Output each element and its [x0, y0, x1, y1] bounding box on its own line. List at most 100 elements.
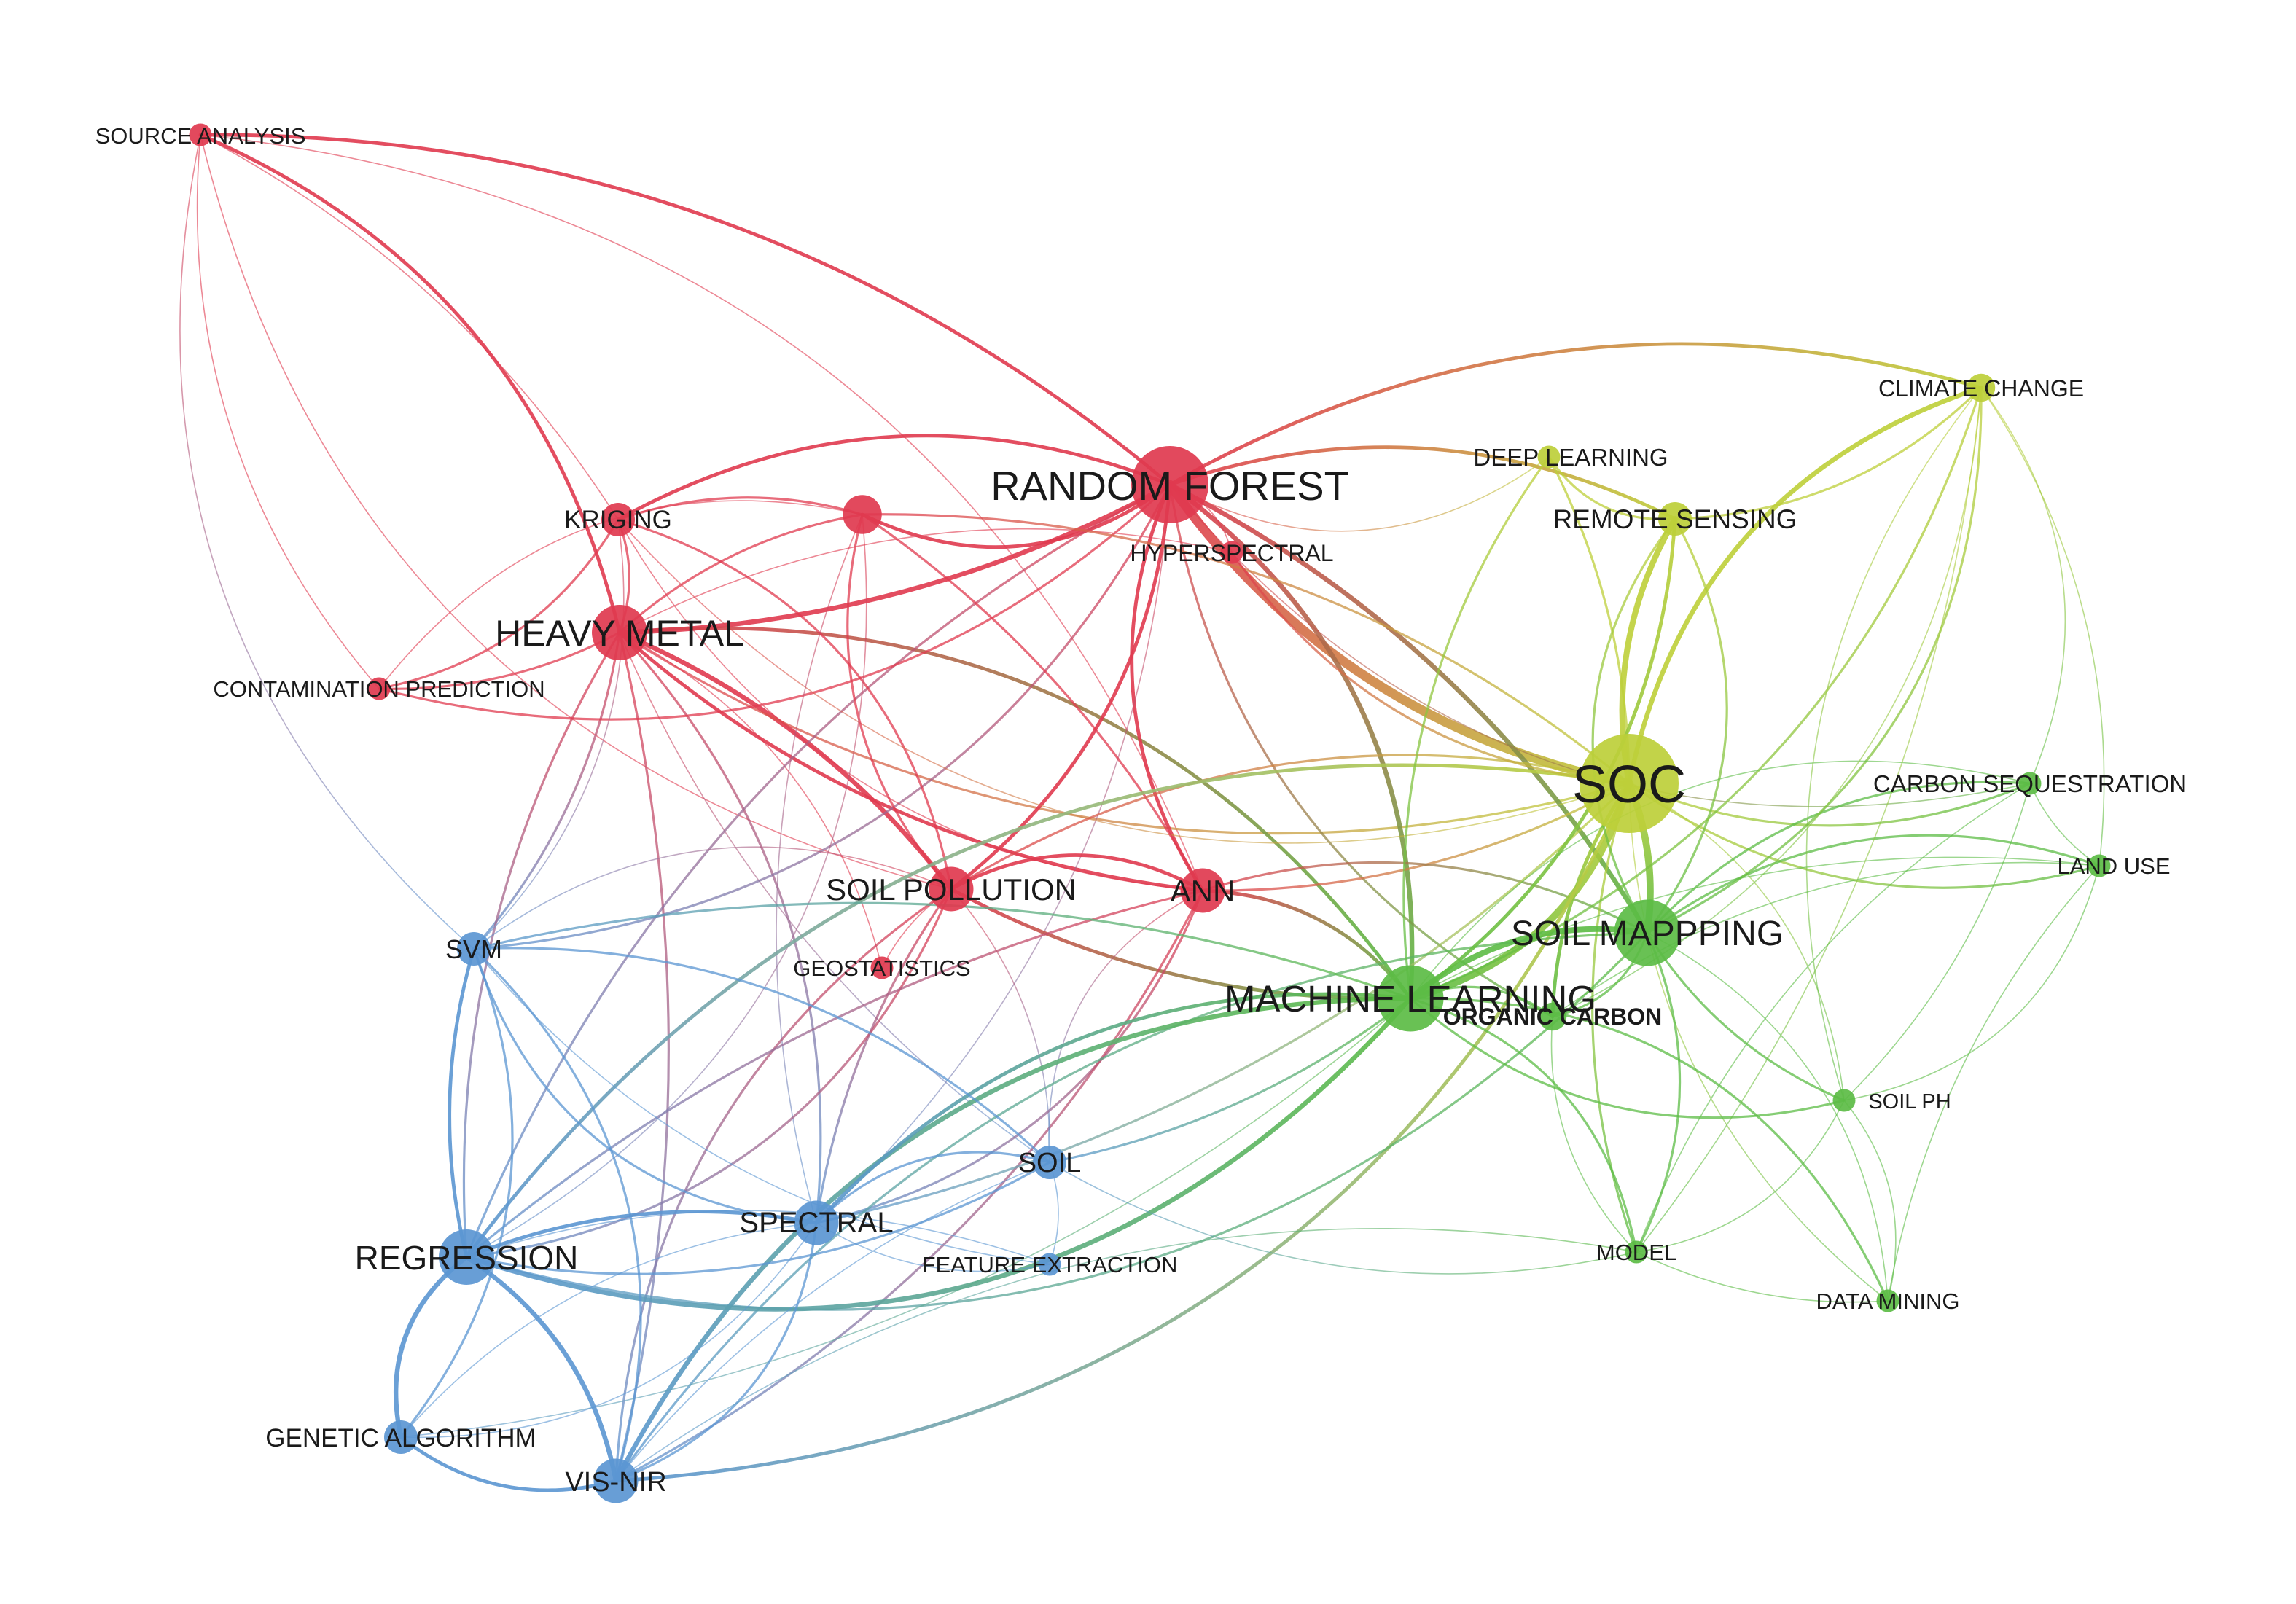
node-carbon-sequestration[interactable]	[2018, 772, 2042, 795]
edge-kriging-ann	[617, 519, 1203, 891]
edge-soil-mapping-soil-ph	[1646, 931, 1846, 1102]
node-geostatistics[interactable]	[870, 956, 894, 979]
node-source-analysis[interactable]	[189, 123, 212, 146]
edge-model-data-mining	[1636, 1251, 1889, 1303]
node-feature-extraction[interactable]	[1038, 1253, 1061, 1276]
node-soil-mapping[interactable]	[1614, 899, 1681, 966]
label-soc: SOC	[1572, 756, 1686, 814]
edge-soil-pollution-machine-learning	[949, 887, 1413, 1001]
edge-ann-spectral	[815, 889, 1204, 1224]
edge-random-forest-machine-learning	[1167, 482, 1415, 1001]
label-contamination-prediction: CONTAMINATION PREDICTION	[213, 676, 544, 702]
edge-svm-spectral	[472, 947, 818, 1224]
node-data-mining[interactable]	[1876, 1289, 1899, 1312]
label-carbon-sequestration: CARBON SEQUESTRATION	[1873, 770, 2187, 797]
edge-soc-vis-nir	[614, 781, 1631, 1483]
label-soil-mapping: SOIL MAPPPING	[1511, 915, 1784, 953]
node-spectral[interactable]	[794, 1200, 839, 1245]
edge-regression-soil	[465, 1161, 1051, 1275]
node-svm[interactable]	[457, 932, 491, 966]
edge-kriging-contamination-prediction	[378, 518, 620, 690]
edge-random-forest-kriging	[616, 434, 1172, 522]
edge-land-use-data-mining	[1887, 865, 2100, 1302]
node-land-use[interactable]	[2088, 854, 2111, 877]
node-model[interactable]	[1625, 1240, 1648, 1264]
edge-land-use-organic-carbon	[1552, 861, 2100, 1017]
edge-source-analysis-kriging	[200, 134, 619, 520]
edge-land-use-soil-ph	[1843, 865, 2100, 1101]
edge-soil-pollution-spectral	[815, 888, 953, 1224]
edge-kriging-soc	[617, 519, 1630, 844]
label-hyperspectral: HYPERSPECTRAL	[1130, 540, 1333, 566]
node-climate-change[interactable]	[1967, 373, 1996, 402]
edge-machine-learning-regression	[464, 995, 1413, 1312]
edge-soil-model	[1049, 1162, 1637, 1275]
edge-svm-genetic-algorithm	[399, 947, 514, 1439]
edge-random-forest-carbon-sequestration	[1169, 484, 2031, 807]
node-genetic-algorithm[interactable]	[384, 1420, 418, 1454]
node-soil-ph[interactable]	[1832, 1089, 1856, 1112]
edge-soil-pollution-vis-nir	[614, 888, 953, 1482]
edge-carbon-sequestration-model	[1636, 783, 2031, 1253]
node-deep-learning[interactable]	[1537, 445, 1561, 469]
edges-layer	[179, 133, 2105, 1492]
nodes-layer	[189, 123, 2111, 1503]
node-contamination-prediction[interactable]	[367, 677, 391, 700]
edge-unlabeled-red-ann	[861, 513, 1204, 892]
node-remote-sensing[interactable]	[1658, 502, 1692, 536]
node-random-forest[interactable]	[1131, 446, 1208, 523]
edge-remote-sensing-deep-learning	[1547, 455, 1676, 521]
edge-soil-mapping-remote-sensing	[1646, 517, 1728, 934]
edge-soc-climate-change	[1626, 385, 1984, 786]
edge-machine-learning-data-mining	[1409, 997, 1889, 1302]
edge-vis-nir-soil	[615, 1162, 1050, 1482]
node-vis-nir[interactable]	[593, 1458, 639, 1503]
edge-heavy-metal-svm	[472, 631, 621, 950]
edge-spectral-soil	[815, 1151, 1051, 1224]
edge-heavy-metal-soc	[618, 631, 1631, 835]
node-soc[interactable]	[1580, 734, 1679, 833]
edge-machine-learning-land-use	[1410, 856, 2100, 999]
edge-soil-pollution-svm	[473, 846, 952, 950]
edge-svm-soil	[472, 947, 1051, 1164]
node-heavy-metal[interactable]	[592, 605, 647, 660]
edge-regression-feature-extraction	[466, 1210, 1050, 1265]
label-data-mining: DATA MINING	[1816, 1288, 1960, 1314]
label-model: MODEL	[1596, 1240, 1676, 1265]
node-machine-learning[interactable]	[1377, 965, 1444, 1032]
edge-ann-vis-nir	[614, 889, 1204, 1482]
edge-source-analysis-ann	[200, 134, 1203, 891]
label-remote-sensing: REMOTE SENSING	[1553, 504, 1797, 534]
edge-vis-nir-model	[615, 1227, 1637, 1482]
edge-soc-carbon-sequestration	[1628, 782, 2031, 827]
node-ann[interactable]	[1180, 868, 1225, 913]
node-regression[interactable]	[439, 1229, 494, 1285]
edge-vis-nir-spectral	[614, 1221, 818, 1482]
label-geostatistics: GEOSTATISTICS	[793, 955, 970, 981]
edge-source-analysis-random-forest	[198, 133, 1172, 487]
edge-climate-change-land-use	[1980, 387, 2105, 866]
label-deep-learning: DEEP LEARNING	[1473, 444, 1668, 471]
edge-soil-ph-model	[1636, 1100, 1845, 1253]
edge-climate-change-model	[1636, 387, 1982, 1253]
label-climate-change: CLIMATE CHANGE	[1878, 375, 2084, 402]
node-hyperspectral[interactable]	[1220, 541, 1243, 564]
node-organic-carbon[interactable]	[1538, 1002, 1567, 1031]
edge-random-forest-soil-pollution	[949, 482, 1172, 891]
edge-source-analysis-soil-pollution	[200, 134, 952, 890]
edge-carbon-sequestration-land-use	[2029, 783, 2100, 866]
edge-soil-mapping-data-mining	[1647, 932, 1889, 1302]
node-kriging[interactable]	[601, 503, 635, 536]
edge-soil-pollution-soc	[950, 754, 1631, 891]
edge-random-forest-spectral	[816, 484, 1171, 1224]
node-unlabeled-red[interactable]	[843, 495, 882, 534]
edge-heavy-metal-regression	[462, 631, 621, 1259]
label-genetic-algorithm: GENETIC ALGORITHM	[265, 1424, 536, 1452]
edge-soil-mapping-land-use	[1646, 834, 2101, 934]
edge-spectral-genetic-algorithm	[400, 1222, 817, 1439]
node-soil-pollution[interactable]	[929, 866, 974, 912]
node-soil[interactable]	[1033, 1146, 1066, 1179]
edge-kriging-soil-pollution	[617, 518, 953, 891]
edge-regression-vis-nir	[464, 1254, 619, 1484]
